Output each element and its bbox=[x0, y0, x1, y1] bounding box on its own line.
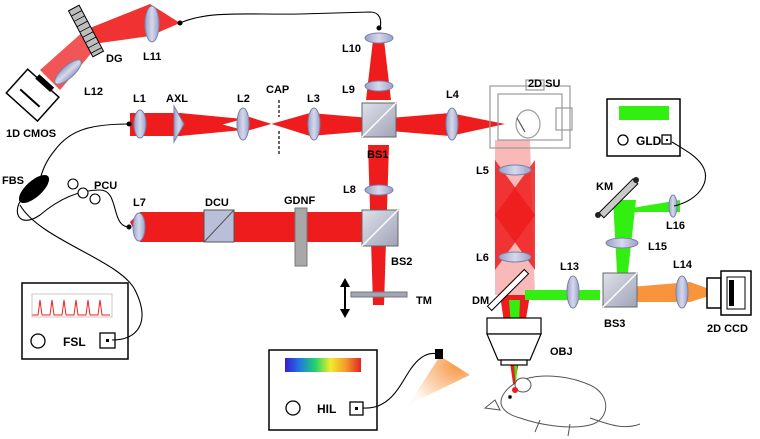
fiber-cables bbox=[16, 11, 707, 409]
label-1d-cmos: 1D CMOS bbox=[6, 128, 56, 140]
label-l11: L11 bbox=[143, 51, 161, 63]
lens-l1 bbox=[133, 109, 147, 139]
label-2d-ccd: 2D CCD bbox=[707, 323, 748, 335]
label-l1: L1 bbox=[133, 93, 146, 105]
gradient-nd-filter bbox=[294, 207, 308, 267]
lens-l4 bbox=[445, 107, 459, 141]
beam-splitter-bs2 bbox=[361, 209, 399, 247]
halogen-illuminator bbox=[268, 349, 443, 431]
fiber-connector-l11 bbox=[177, 20, 183, 26]
bs1-vertical-beams bbox=[366, 40, 391, 305]
label-hil: HIL bbox=[317, 402, 336, 416]
reference-beam bbox=[130, 212, 380, 242]
lens-l11 bbox=[144, 5, 160, 43]
focal-spot bbox=[512, 387, 518, 393]
beam-splitter-bs3 bbox=[602, 272, 638, 308]
lens-l5 bbox=[498, 164, 532, 176]
fiber-connector-l10 bbox=[376, 25, 382, 31]
label-fbs: FBS bbox=[2, 175, 24, 187]
label-km: KM bbox=[596, 181, 613, 193]
lens-l15 bbox=[605, 237, 639, 249]
fiber-connector-l1 bbox=[126, 121, 132, 127]
fiber-swept-laser bbox=[21, 282, 129, 360]
label-l6: L6 bbox=[476, 252, 489, 264]
label-l12: L12 bbox=[84, 86, 103, 98]
objective-lens bbox=[486, 317, 542, 366]
fiber-beam-splitter bbox=[18, 174, 50, 204]
label-gdnf: GDNF bbox=[284, 195, 315, 207]
label-l16: L16 bbox=[666, 220, 685, 232]
label-l8: L8 bbox=[343, 184, 356, 196]
label-l9: L9 bbox=[342, 84, 355, 96]
source-beam bbox=[130, 113, 370, 136]
illumination-cone bbox=[408, 356, 470, 405]
label-bs1: BS1 bbox=[367, 149, 388, 161]
label-pcu: PCU bbox=[94, 180, 117, 192]
label-l4: L4 bbox=[446, 89, 460, 101]
label-tm: TM bbox=[416, 295, 432, 307]
sample-arm-beam bbox=[390, 113, 505, 136]
label-l3: L3 bbox=[307, 93, 320, 105]
diffraction-grating bbox=[67, 4, 105, 58]
polarization-control-unit bbox=[67, 178, 101, 205]
label-bs2: BS2 bbox=[391, 256, 412, 268]
fiber-connector-l7 bbox=[126, 224, 132, 230]
label-fsl: FSL bbox=[63, 335, 86, 349]
label-axl: AXL bbox=[166, 93, 188, 105]
lens-l9 bbox=[364, 80, 394, 92]
label-dg: DG bbox=[106, 53, 123, 65]
label-l15: L15 bbox=[648, 241, 667, 253]
orange-beam bbox=[630, 282, 712, 302]
label-l7: L7 bbox=[133, 197, 146, 209]
lens-l10 bbox=[364, 32, 394, 44]
lens-l16 bbox=[668, 194, 678, 218]
label-dcu: DCU bbox=[205, 197, 229, 209]
lens-l14 bbox=[675, 275, 689, 309]
label-l2: L2 bbox=[237, 93, 250, 105]
2d-scanner-unit bbox=[489, 79, 573, 149]
lens-l3 bbox=[307, 107, 321, 141]
green-laser-diode bbox=[606, 98, 681, 157]
lens-l2 bbox=[236, 107, 250, 141]
label-cap: CAP bbox=[266, 84, 289, 96]
kinematic-mirror bbox=[595, 177, 639, 219]
label-gld: GLD bbox=[636, 134, 662, 148]
lens-l7 bbox=[132, 212, 146, 242]
label-dm: DM bbox=[472, 295, 489, 307]
dichroic-mirror bbox=[486, 268, 530, 312]
dispersion-compensation-unit bbox=[203, 209, 235, 243]
cmos-camera bbox=[5, 68, 60, 123]
label-bs3: BS3 bbox=[604, 318, 625, 330]
lens-l12 bbox=[54, 59, 82, 85]
axicon-lens bbox=[173, 104, 185, 144]
translation-mirror bbox=[340, 278, 408, 318]
label-l14: L14 bbox=[673, 259, 693, 271]
label-2d-su: 2D SU bbox=[528, 78, 560, 90]
ccd-camera bbox=[706, 270, 752, 316]
lens-l6 bbox=[498, 251, 532, 263]
lens-l13 bbox=[566, 275, 580, 309]
lens-l8 bbox=[364, 184, 394, 196]
label-obj: OBJ bbox=[550, 346, 573, 358]
mouse-sample bbox=[483, 375, 641, 437]
beam-splitter-bs1 bbox=[361, 102, 397, 138]
label-l10: L10 bbox=[342, 43, 361, 55]
label-l5: L5 bbox=[476, 165, 489, 177]
label-l13: L13 bbox=[560, 261, 579, 273]
